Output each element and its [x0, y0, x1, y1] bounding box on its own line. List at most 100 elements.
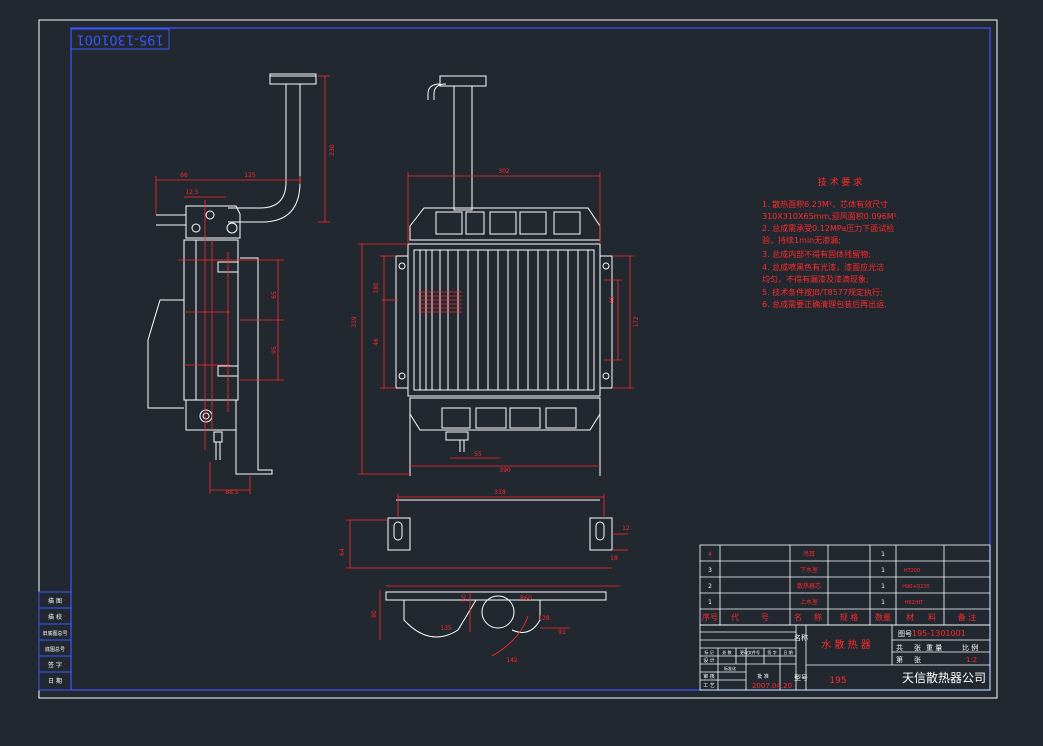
dim-bottom-width: 390: [499, 467, 511, 474]
tb-strip-chushu: 处 数: [722, 649, 731, 655]
hdr-dai: 代: [731, 612, 739, 622]
tb-label-mingcheng: 名称: [794, 633, 808, 642]
dim-bp-50: 50: [461, 594, 468, 602]
dim-bp-radius: R60: [520, 595, 532, 602]
flipped-drawing-number: 195-1301001: [76, 32, 163, 47]
side-view-dimensions: [155, 75, 330, 494]
hdr-ming: 名: [794, 612, 802, 622]
part-row-1-no: 1: [708, 599, 712, 606]
tech-item-7: 均匀，不得有漏漆及漆滴现象;: [762, 274, 869, 284]
tb-model: 195: [829, 676, 846, 686]
outer-frame: [38, 19, 998, 699]
dim-bp-142: 142: [506, 657, 518, 664]
stamp-diitu: 底图总号: [45, 646, 65, 653]
tb-date: 2007.04.20: [752, 682, 792, 690]
dim-side-mid2: 95: [271, 346, 278, 354]
hdr-hao: 号: [761, 613, 769, 622]
part-row-4-qty: 1: [881, 551, 885, 558]
part-row-3-mat: HT200: [904, 568, 920, 574]
dim-core-180: 180: [373, 282, 380, 294]
dim-side-width: 125: [244, 172, 256, 179]
part-row-2-name: 散热器芯: [797, 582, 821, 590]
bracket-dimensions: [346, 494, 628, 569]
part-row-2-mat: H90+Q235: [902, 584, 930, 590]
dim-core-right: 172: [633, 316, 640, 328]
tb-scale: 1:2: [966, 656, 977, 664]
tb-scale-label: 比 例: [962, 643, 978, 652]
hdr-cheng: 称: [814, 612, 822, 622]
bracket-view: [387, 499, 613, 551]
tb-strip-qianzi: 签 字: [767, 649, 776, 655]
tb-strip-riqi: 日 期: [783, 649, 792, 655]
hdr-cai: 材: [906, 612, 914, 622]
stamp-riqi: 日 期: [48, 677, 62, 685]
tb-label-xinghao: 型号: [794, 673, 808, 682]
dim-side-left: 66: [180, 172, 188, 179]
front-view-dimensions: [358, 172, 634, 475]
part-row-3-no: 3: [708, 567, 712, 574]
part-row-1-mat: H62/HT: [905, 600, 925, 606]
part-row-3-qty: 1: [881, 567, 885, 574]
part-row-2-qty: 1: [881, 583, 885, 590]
tech-item-4: 验，持续1min无渗漏;: [762, 235, 841, 245]
tb-label-biaozhun: 标准化: [724, 665, 736, 671]
dim-bp-128: 128: [538, 615, 550, 622]
tech-item-6: 4. 总成喷黑色有光漆，漆面应光洁: [762, 262, 884, 272]
part-row-4-no: 4: [708, 551, 712, 558]
stamp-qianzi: 签 字: [48, 661, 62, 669]
tb-sheet-total: 共: [896, 643, 903, 652]
hdr-xuhao: 序号: [702, 612, 718, 622]
title-block-grid: [699, 624, 991, 691]
dim-core-46: 46: [373, 338, 380, 346]
dim-bracket-width: 318: [494, 489, 506, 496]
dim-side-mid1: 65: [271, 291, 278, 299]
tb-label-shenhe: 审 核: [703, 673, 715, 680]
tb-label-gongyi: 工 艺: [703, 683, 715, 689]
tb-sheet-no: 第: [896, 655, 903, 664]
hdr-shuliang: 数量: [875, 612, 891, 622]
dim-top-height: 230: [329, 144, 336, 156]
tb-label-pizhun: 批 准: [757, 673, 769, 680]
tech-item-5: 3. 总成内部不得有固体残留物;: [762, 249, 871, 259]
tb-label-sheji: 设 计: [703, 657, 715, 664]
part-row-4-name: 吊耳: [803, 551, 815, 558]
dim-bp-90: 90: [371, 610, 378, 618]
stamp-jiudi: 旧底图总号: [42, 630, 67, 637]
tb-label-tuhao: 图号: [898, 630, 912, 638]
tb-sheet-unit-2: 张: [914, 655, 921, 664]
hdr-beizhu: 备 注: [958, 612, 977, 622]
stamp-miaojiao: 描 校: [48, 613, 62, 621]
dim-bp-135: 135: [440, 625, 452, 632]
dim-core-height: 319: [351, 316, 358, 328]
dim-side-bottom: 88.5: [225, 489, 239, 496]
dim-bottom-55: 55: [474, 451, 482, 458]
tech-item-1: 1. 散热面积6.23M²，芯体有效尺寸: [762, 199, 888, 209]
hdr-liao: 料: [928, 612, 936, 622]
inner-frame: [70, 27, 991, 691]
tb-company: 天信散热器公司: [902, 670, 986, 685]
tech-item-9: 6. 总成需要正确清理包装后再出运.: [762, 299, 887, 309]
part-row-1-qty: 1: [881, 599, 885, 606]
dim-bracket-18: 18: [610, 555, 618, 562]
tb-drawing-no: 195-1301001: [912, 629, 966, 638]
bottom-plan-view: [385, 591, 607, 638]
part-row-1-name: 上水室: [800, 598, 818, 606]
tb-part-name: 水 散 热 器: [821, 638, 871, 651]
front-view: [395, 75, 613, 476]
core-hatch: [418, 291, 462, 313]
tech-item-3: 2. 总成需承受0.12MPa压力下面试检: [762, 223, 894, 233]
side-view: [147, 73, 317, 475]
part-row-3-name: 下水室: [800, 566, 818, 574]
tech-title: 技 术 要 求: [818, 176, 863, 188]
hdr-guige: 规 格: [840, 612, 859, 622]
dim-bracket-64: 64: [339, 548, 346, 556]
dim-bp-91: 91: [558, 629, 566, 636]
part-row-2-no: 2: [708, 583, 712, 590]
dim-core-width: 302: [498, 168, 510, 175]
tb-strip-genggai: 更改文件号: [740, 649, 760, 655]
tb-sheet-unit-1: 张: [914, 643, 921, 652]
tech-item-8: 5. 技术条件按JB/T8577规定执行;: [762, 287, 883, 297]
dim-bracket-12: 12: [622, 525, 630, 532]
flipped-number-box: [70, 28, 170, 50]
dim-side-small: 12.5: [185, 189, 199, 196]
